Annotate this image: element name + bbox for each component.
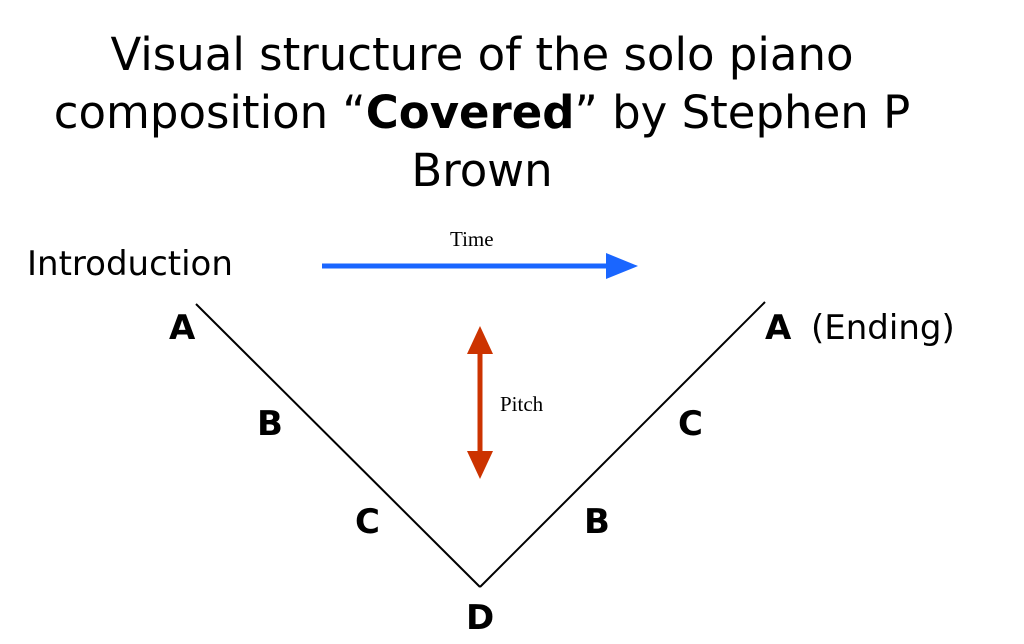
- v-right-line: [479, 301, 766, 588]
- v-left-line: [195, 303, 481, 588]
- pitch-label: Pitch: [500, 392, 544, 416]
- title-suffix: ” by Stephen P Brown: [411, 86, 911, 197]
- section-a-end-label: A: [765, 308, 792, 348]
- ending-label: (Ending): [811, 308, 955, 348]
- section-b-left-label: B: [257, 404, 283, 444]
- time-arrow-icon: [322, 253, 638, 279]
- diagram-title: Visual structure of the solo piano compo…: [0, 26, 964, 200]
- section-c-left-label: C: [355, 502, 380, 542]
- title-line-2: composition “Covered” by Stephen P Brown: [0, 84, 964, 200]
- section-b-right-label: B: [584, 502, 610, 542]
- introduction-label: Introduction: [27, 244, 233, 284]
- title-line-1: Visual structure of the solo piano: [110, 28, 854, 81]
- pitch-arrow-icon: [467, 326, 493, 479]
- time-label: Time: [450, 227, 494, 251]
- title-prefix: composition “: [53, 86, 366, 139]
- section-d-label: D: [466, 598, 495, 638]
- section-c-right-label: C: [678, 404, 703, 444]
- title-bold: Covered: [365, 86, 575, 139]
- section-a-start-label: A: [169, 308, 196, 348]
